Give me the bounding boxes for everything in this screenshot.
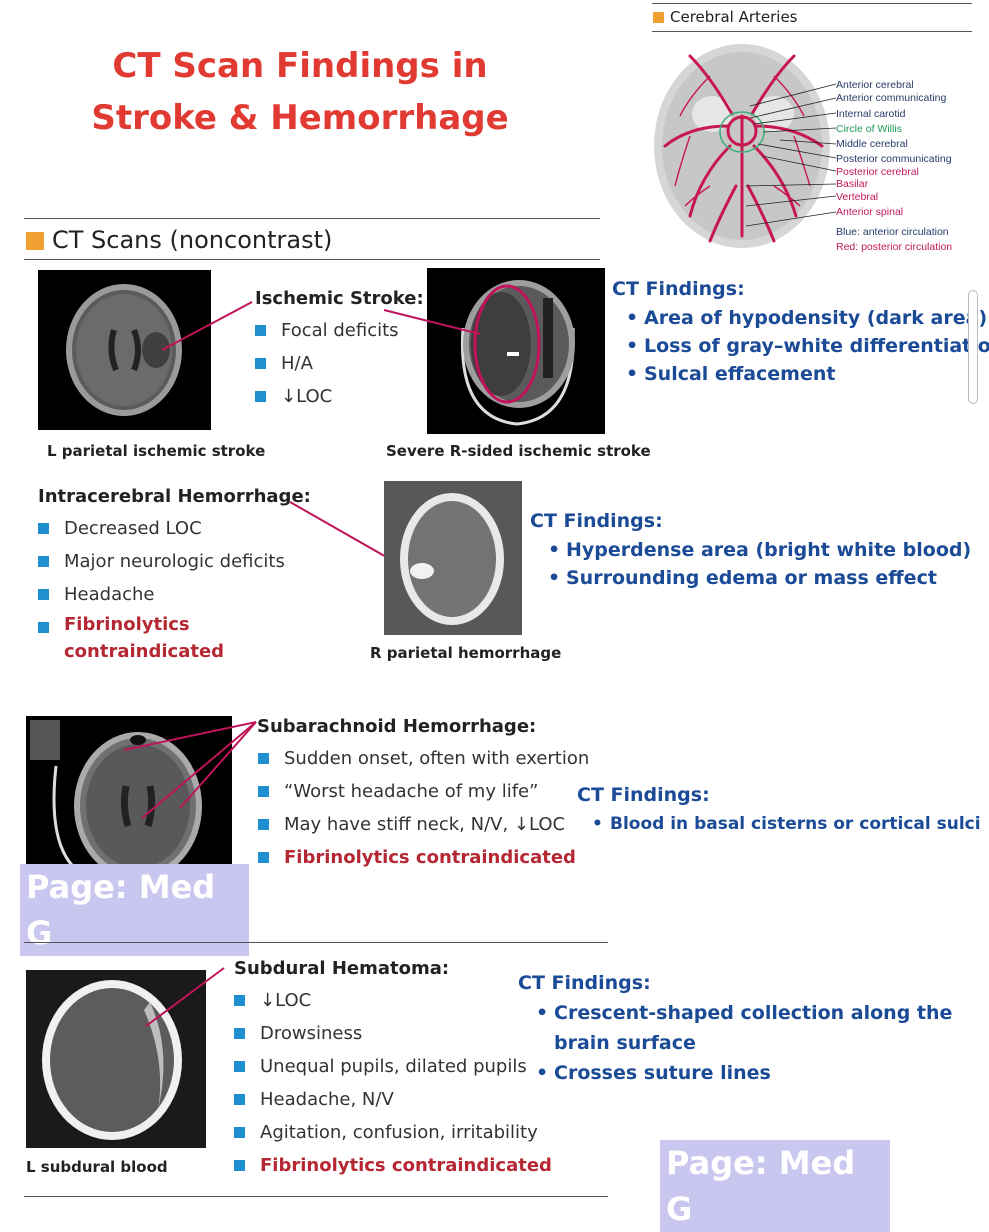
- ct-scan-ich-image: [400, 493, 504, 625]
- list-item: Headache: [36, 578, 285, 611]
- ich-list: Decreased LOC Major neurologic deficits …: [36, 512, 285, 668]
- arteries-heading: Cerebral Arteries: [653, 8, 798, 26]
- list-item-warning: Fibrinolytics contraindicated: [256, 841, 589, 874]
- sah-findings-title: CT Findings:: [577, 784, 710, 806]
- sdh-findings-title: CT Findings:: [518, 972, 651, 994]
- arteries-heading-rule: [652, 31, 972, 32]
- list-item: H/A: [253, 347, 399, 380]
- list-item: Agitation, confusion, irritability: [232, 1116, 552, 1149]
- artery-label: Circle of Willis: [836, 123, 902, 135]
- sah-list: Sudden onset, often with exertion “Worst…: [256, 742, 589, 874]
- ct-scan-ich: [384, 481, 522, 635]
- pointer-line: [145, 967, 225, 1027]
- page-title: CT Scan Findings in Stroke & Hemorrhage: [0, 40, 600, 144]
- list-item: “Worst headache of my life”: [256, 775, 589, 808]
- watermark: Page: Med G: [20, 864, 249, 956]
- list-item: Major neurologic deficits: [36, 545, 285, 578]
- artery-label: Posterior communicating: [836, 153, 952, 165]
- artery-label: Anterior communicating: [836, 92, 947, 104]
- ct-scan-right-ischemic: [427, 268, 605, 434]
- ischemic-list: Focal deficits H/A ↓LOC: [253, 314, 399, 413]
- ischemic-findings-title: CT Findings:: [612, 278, 745, 300]
- finding-item: Hyperdense area (bright white blood): [542, 536, 971, 564]
- artery-label: Middle cerebral: [836, 138, 908, 150]
- list-item: ↓LOC: [232, 984, 552, 1017]
- finding-item: Crescent-shaped collection along the: [530, 998, 952, 1028]
- sah-findings-list: Blood in basal cisterns or cortical sulc…: [586, 810, 981, 838]
- caption-right-ischemic: Severe R-sided ischemic stroke: [386, 442, 651, 460]
- page-title-text: CT Scan Findings in Stroke & Hemorrhage: [91, 46, 509, 138]
- caption-ich: R parietal hemorrhage: [370, 644, 562, 662]
- finding-item: Blood in basal cisterns or cortical sulc…: [586, 810, 981, 838]
- artery-label: Anterior spinal: [836, 206, 904, 218]
- ich-heading: Intracerebral Hemorrhage:: [38, 486, 311, 507]
- orange-square-icon: [653, 12, 664, 23]
- caption-left-ischemic: L parietal ischemic stroke: [47, 442, 266, 460]
- artery-label: Vertebral: [836, 191, 879, 203]
- pointer-lines-sah: [123, 721, 257, 819]
- list-item: Unequal pupils, dilated pupils: [232, 1050, 552, 1083]
- ct-scan-right-ischemic-image: [460, 280, 575, 426]
- sah-heading: Subarachnoid Hemorrhage:: [257, 716, 537, 737]
- artery-label: Anterior cerebral: [836, 79, 914, 91]
- artery-label: Basilar: [836, 178, 869, 190]
- section-bottom-rule: [24, 259, 600, 260]
- ich-findings-title: CT Findings:: [530, 510, 663, 532]
- brain-arteries-illustration: [654, 44, 837, 248]
- orange-square-icon: [26, 232, 44, 250]
- ct-scan-sah: [26, 716, 232, 886]
- finding-item: Sulcal effacement: [620, 360, 989, 388]
- artery-label: Internal carotid: [836, 108, 906, 120]
- pointer-line: [383, 309, 481, 335]
- sdh-top-rule: [24, 942, 608, 943]
- ich-findings-list: Hyperdense area (bright white blood) Sur…: [542, 536, 971, 592]
- ct-scan-sah-image: [30, 720, 202, 880]
- list-item: Sudden onset, often with exertion: [256, 742, 589, 775]
- ct-scan-sdh-image: [42, 980, 182, 1140]
- list-item: ↓LOC: [253, 380, 399, 413]
- list-item: May have stiff neck, N/V, ↓LOC: [256, 808, 589, 841]
- section-heading: CT Scans (noncontrast): [26, 226, 332, 254]
- finding-item: Crosses suture lines: [530, 1058, 952, 1088]
- sdh-findings-list: Crescent-shaped collection along the bra…: [530, 998, 952, 1088]
- finding-item: Surrounding edema or mass effect: [542, 564, 971, 592]
- watermark: Page: Med G: [660, 1140, 890, 1232]
- section-top-rule: [24, 218, 600, 219]
- caption-sdh: L subdural blood: [26, 1158, 168, 1176]
- list-item: Focal deficits: [253, 314, 399, 347]
- ct-scan-left-ischemic-image: [66, 284, 182, 416]
- ischemic-findings-list: Area of hypodensity (dark area) Loss of …: [620, 304, 989, 388]
- arteries-top-rule: [652, 3, 972, 4]
- ischemic-heading: Ischemic Stroke:: [255, 288, 424, 309]
- finding-item-continued: brain surface: [554, 1032, 696, 1054]
- sdh-list: ↓LOC Drowsiness Unequal pupils, dilated …: [232, 984, 552, 1182]
- list-item: Headache, N/V: [232, 1083, 552, 1116]
- list-item: Drowsiness: [232, 1017, 552, 1050]
- legend-red: Red: posterior circulation: [836, 241, 953, 253]
- list-item-warning: Fibrinolytics contraindicated: [36, 611, 285, 668]
- scrollbar[interactable]: [968, 290, 978, 404]
- legend-blue: Blue: anterior circulation: [836, 226, 949, 238]
- bottom-rule: [24, 1196, 608, 1197]
- pointer-line: [161, 301, 253, 351]
- artery-label: Posterior cerebral: [836, 166, 919, 178]
- sdh-heading: Subdural Hematoma:: [234, 958, 450, 979]
- ct-scan-left-ischemic: [38, 270, 211, 430]
- list-item: Decreased LOC: [36, 512, 285, 545]
- ct-scan-sdh: [26, 970, 206, 1148]
- list-item-warning: Fibrinolytics contraindicated: [232, 1149, 552, 1182]
- finding-item: Area of hypodensity (dark area): [620, 304, 989, 332]
- finding-item: Loss of gray–white differentiation: [620, 332, 989, 360]
